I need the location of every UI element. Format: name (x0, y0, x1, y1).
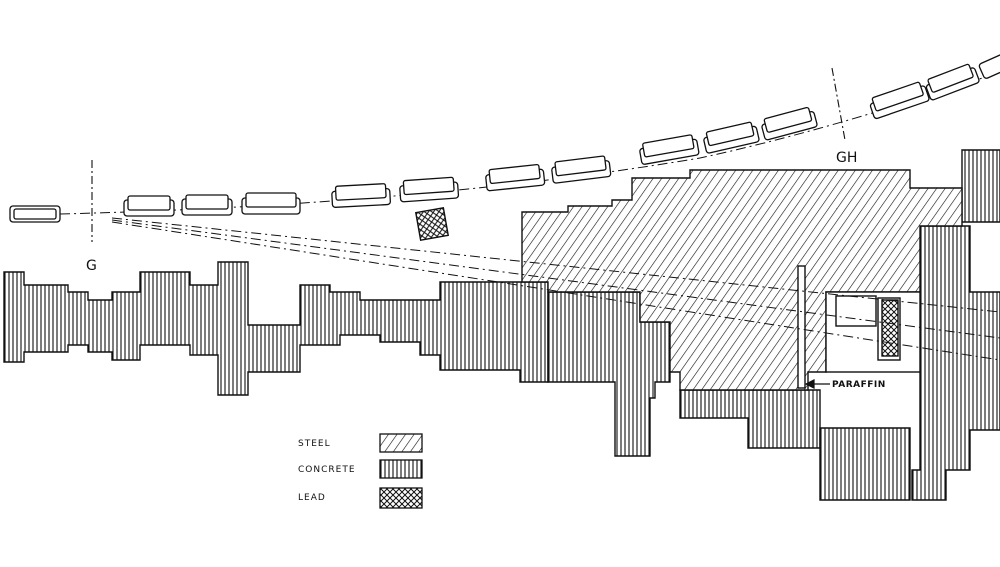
section-line-gh (831, 67, 846, 141)
paraffin-pointer (804, 379, 830, 389)
section-markers (91, 67, 846, 242)
legend-item-steel: STEEL (298, 433, 423, 453)
magnet-11 (761, 106, 818, 141)
legend-label-steel: STEEL (298, 439, 331, 449)
magnet-6 (399, 176, 460, 203)
legend-item-concrete: CONCRETE (298, 459, 423, 479)
magnet-10 (703, 121, 760, 154)
legend-label-concrete: CONCRETE (298, 465, 356, 475)
label-g: G (86, 258, 97, 274)
lead-block (414, 206, 450, 242)
magnet-13 (925, 63, 980, 101)
magnet-7 (485, 163, 546, 192)
magnet-2 (123, 195, 175, 217)
magnet-12 (869, 81, 930, 120)
label-gh: GH (836, 150, 857, 166)
legend: STEEL CONCRETE LEAD (298, 433, 423, 509)
magnet-4 (241, 192, 301, 215)
legend-swatch-steel (379, 433, 423, 453)
beamline-magnets (9, 52, 1000, 223)
legend-swatch-concrete (379, 459, 423, 479)
legend-swatch-lead (379, 487, 423, 509)
magnet-5 (331, 183, 391, 208)
magnet-3 (181, 194, 233, 216)
legend-item-lead: LEAD (298, 487, 423, 509)
paraffin-slab (797, 265, 806, 389)
magnet-14 (978, 52, 1000, 79)
concrete-wall-left (3, 261, 549, 396)
concrete-block-far-right (911, 149, 1000, 501)
label-paraffin: PARAFFIN (832, 380, 886, 390)
magnet-9 (639, 134, 700, 165)
legend-label-lead: LEAD (298, 493, 326, 503)
concrete-block-right-lower (679, 389, 911, 501)
cavity-enclosure (825, 291, 921, 373)
magnet-8 (551, 155, 612, 184)
magnet-1 (9, 205, 61, 223)
